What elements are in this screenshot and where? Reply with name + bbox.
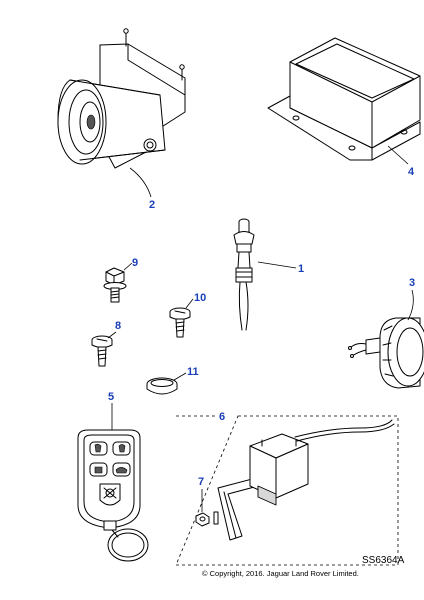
leader-8 xyxy=(107,331,117,339)
callout-1: 1 xyxy=(298,263,304,275)
callout-5: 5 xyxy=(108,391,114,403)
part-11-battery xyxy=(146,377,178,395)
part-6-bracket-module xyxy=(217,419,395,541)
callout-6: 6 xyxy=(219,411,225,423)
part-9-bolt xyxy=(103,267,127,303)
callout-9: 9 xyxy=(132,257,138,269)
callout-4: 4 xyxy=(408,166,415,178)
leader-3 xyxy=(407,289,414,321)
part-8-screw xyxy=(91,335,113,367)
part-5-key-fob xyxy=(77,429,149,562)
callout-2: 2 xyxy=(149,199,155,211)
part-3-ring-bezel xyxy=(348,317,424,389)
leader-9 xyxy=(123,262,133,271)
leader-10 xyxy=(185,298,194,309)
leader-2 xyxy=(129,167,152,198)
callout-11: 11 xyxy=(187,366,199,378)
part-1-sensor-switch xyxy=(233,218,255,331)
part-2-siren xyxy=(57,28,186,169)
part-4-control-module xyxy=(267,37,421,161)
callout-3: 3 xyxy=(409,277,415,289)
part-7-nut xyxy=(195,511,219,527)
copyright-notice: © Copyright, 2016. Jaguar Land Rover Lim… xyxy=(202,569,359,578)
callout-7: 7 xyxy=(198,476,204,488)
callout-10: 10 xyxy=(194,292,206,304)
leader-11 xyxy=(173,372,187,381)
callout-8: 8 xyxy=(115,320,121,332)
part-10-screw xyxy=(169,307,191,338)
reference-code: SS6364A xyxy=(362,555,405,566)
leader-4 xyxy=(387,145,409,165)
leader-1 xyxy=(257,261,297,269)
